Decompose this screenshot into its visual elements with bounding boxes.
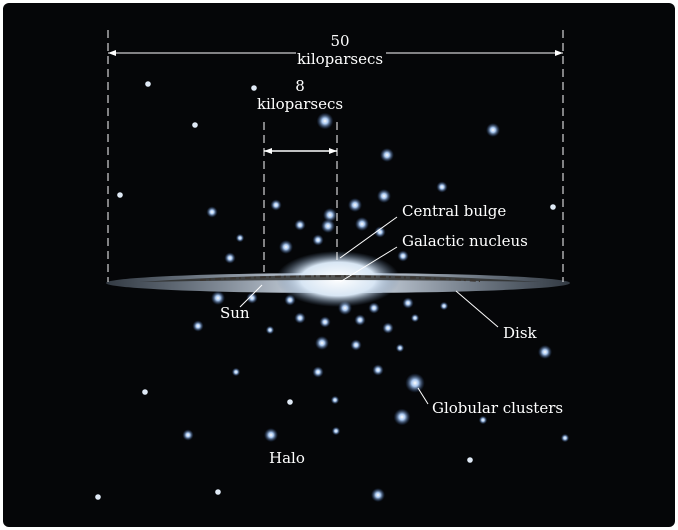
star — [368, 302, 380, 314]
star — [321, 219, 335, 233]
star — [393, 408, 411, 426]
star — [145, 81, 151, 87]
star — [192, 320, 204, 332]
star — [377, 189, 391, 203]
star — [294, 312, 306, 324]
star — [192, 122, 198, 128]
star — [486, 123, 500, 137]
star — [117, 192, 123, 198]
dust-lane-detail — [199, 275, 481, 282]
star — [312, 366, 324, 378]
star — [439, 301, 449, 311]
star — [330, 395, 340, 405]
star — [538, 345, 552, 359]
globular-clusters-leader — [417, 387, 429, 405]
star — [478, 415, 488, 425]
star — [294, 219, 306, 231]
star — [371, 488, 385, 502]
star — [315, 336, 329, 350]
star — [380, 148, 394, 162]
star — [410, 313, 420, 323]
star — [436, 181, 448, 193]
star — [397, 250, 409, 262]
outer-scale-unit: kiloparsecs — [297, 50, 383, 68]
label-halo: Halo — [269, 449, 305, 467]
star — [251, 85, 257, 91]
star — [287, 399, 293, 405]
outer-scale-value: 50 — [330, 32, 349, 50]
central-bulge-leader — [339, 216, 398, 259]
star — [206, 206, 218, 218]
star — [279, 240, 293, 254]
star — [550, 204, 556, 210]
star — [355, 217, 369, 231]
star — [270, 199, 282, 211]
sun-leader — [239, 284, 263, 308]
star — [235, 233, 245, 243]
star — [264, 428, 278, 442]
star — [323, 208, 337, 222]
star — [246, 292, 258, 304]
galactic-nucleus-leader — [339, 246, 398, 283]
star — [224, 252, 236, 264]
star — [560, 433, 570, 443]
star — [374, 226, 386, 238]
star — [95, 494, 101, 500]
star — [395, 343, 405, 353]
star — [231, 367, 241, 377]
dust-lane — [140, 275, 540, 282]
star — [211, 291, 225, 305]
label-globular-clusters: Globular clusters — [432, 399, 563, 417]
disk-leader — [455, 290, 499, 328]
star — [316, 112, 334, 130]
star — [348, 198, 362, 212]
inner-scale-unit: kiloparsecs — [257, 95, 343, 113]
galaxy — [106, 251, 570, 307]
star — [312, 234, 324, 246]
star — [215, 489, 221, 495]
halo-stars — [95, 81, 570, 502]
label-disk: Disk — [503, 324, 538, 342]
star — [350, 339, 362, 351]
star — [265, 325, 275, 335]
label-galactic-nucleus: Galactic nucleus — [402, 232, 528, 250]
label-sun: Sun — [220, 304, 250, 322]
star — [319, 316, 331, 328]
star — [182, 429, 194, 441]
star — [354, 314, 366, 326]
star — [405, 373, 425, 393]
star — [142, 389, 148, 395]
star — [402, 297, 414, 309]
star — [467, 457, 473, 463]
inner-scale-value: 8 — [295, 77, 305, 95]
star — [382, 322, 394, 334]
label-central-bulge: Central bulge — [402, 202, 506, 220]
star — [331, 426, 341, 436]
star — [372, 364, 384, 376]
